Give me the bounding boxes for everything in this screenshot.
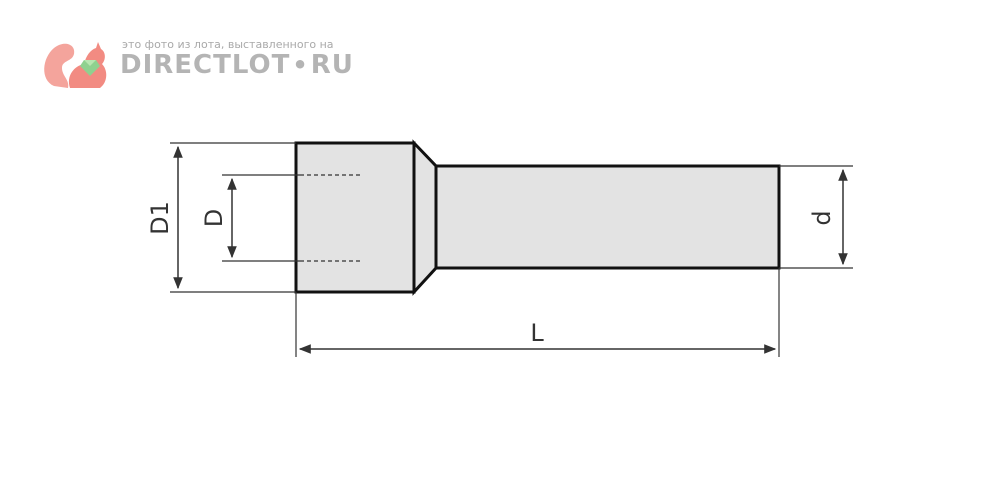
tube-body xyxy=(434,164,781,270)
watermark-caption: это фото из лота, выставленного на xyxy=(122,38,334,51)
watermark-brand: DIRECTLOT•RU xyxy=(120,50,354,80)
small-d-label: d xyxy=(808,210,836,225)
collar-body xyxy=(294,141,416,294)
squirrel-logo-icon xyxy=(44,42,107,88)
gem-icon xyxy=(80,60,100,76)
watermark-brand-right: RU xyxy=(310,50,354,80)
watermark xyxy=(40,36,360,96)
d1-label: D1 xyxy=(146,201,174,235)
watermark-brand-left: DIRECTLOT xyxy=(120,50,291,80)
d-label: D xyxy=(200,209,228,227)
gem-highlight-shape xyxy=(84,60,96,66)
taper-section xyxy=(412,139,438,296)
l-label: L xyxy=(530,319,544,347)
watermark-brand-dot: • xyxy=(292,51,309,79)
squirrel-tail-shape xyxy=(44,43,75,88)
